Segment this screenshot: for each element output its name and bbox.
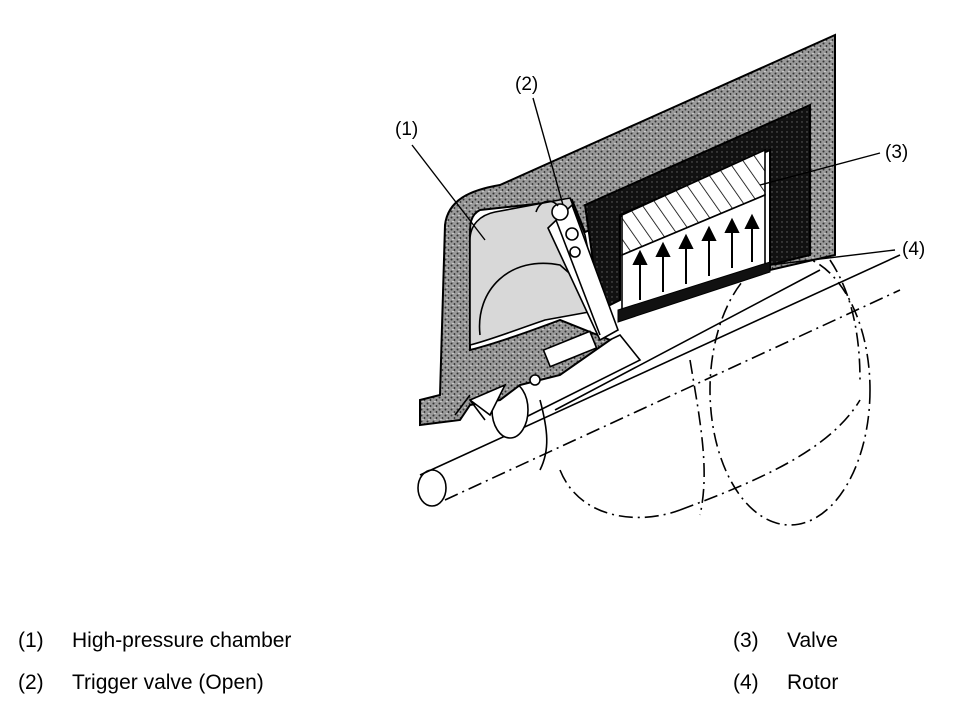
legend-text-3: Valve [787, 629, 838, 652]
legend-num-1: (1) [18, 629, 44, 652]
chamber-curve [478, 262, 601, 336]
legend-num-4: (4) [733, 671, 759, 694]
leader-lines [411, 97, 896, 266]
cutaway-diagram [411, 33, 901, 526]
rotor-strip [617, 261, 771, 323]
legend-text-1: High-pressure chamber [72, 629, 292, 652]
legend-text-4: Rotor [787, 671, 839, 694]
trigger-valve [535, 200, 619, 342]
callout-1: (1) [395, 119, 419, 140]
callout-3: (3) [885, 142, 909, 163]
pressure-arrows [632, 213, 760, 300]
callout-4: (4) [902, 239, 926, 260]
seal-details [454, 330, 598, 421]
shaft-step [491, 334, 642, 471]
legend-num-2: (2) [18, 671, 44, 694]
legend-num-3: (3) [733, 629, 759, 652]
callout-2: (2) [515, 74, 539, 95]
legend-text-2: Trigger valve (Open) [72, 671, 264, 694]
